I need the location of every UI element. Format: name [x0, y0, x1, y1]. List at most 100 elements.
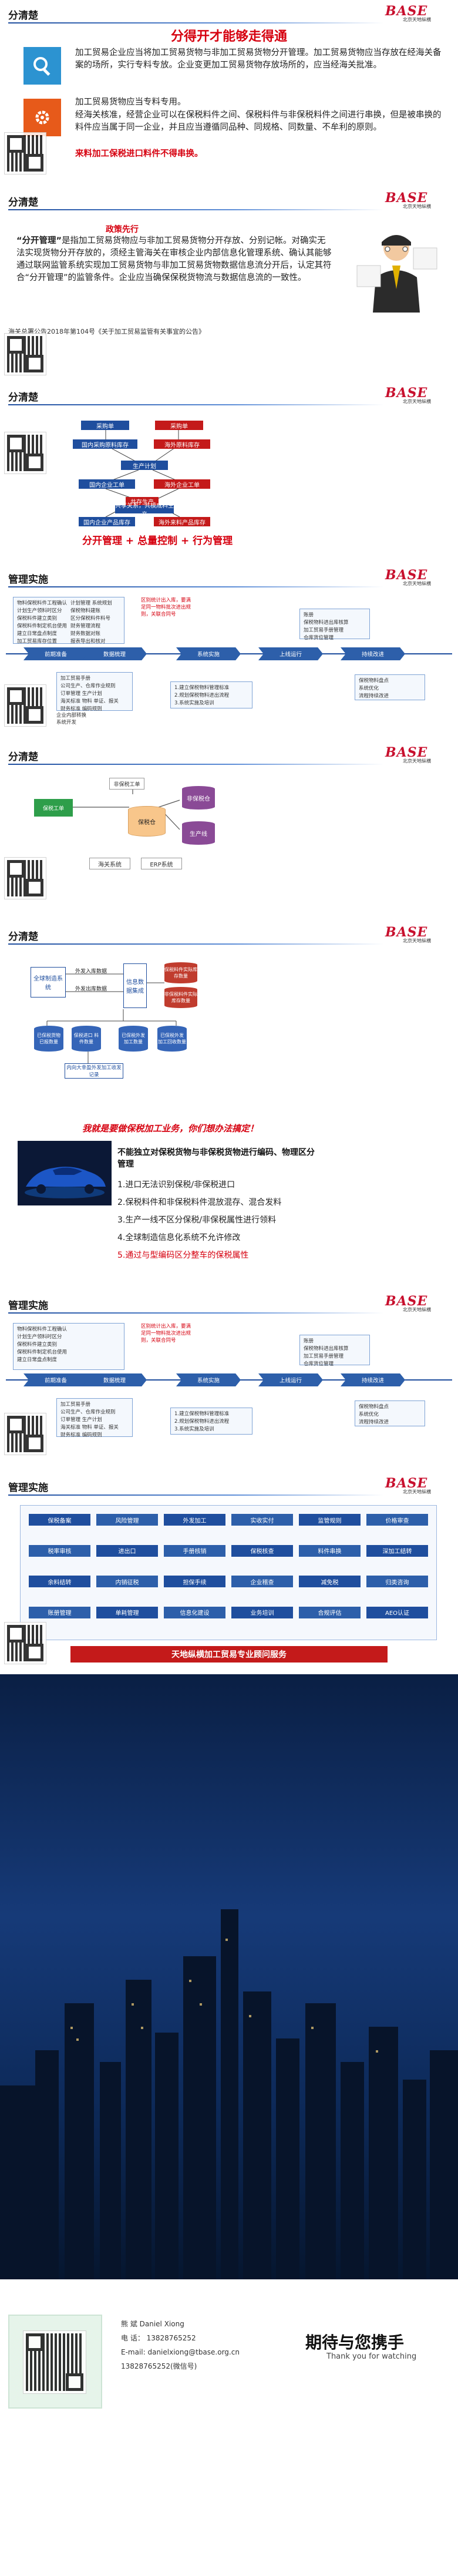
search-icon: [23, 47, 61, 85]
list-item: 保税料件建立类别: [17, 1342, 58, 1348]
service-tag: 监管规则: [299, 1514, 361, 1526]
flow-cylinder: 非保税料件实际库存数量: [164, 987, 197, 1008]
logo-sub: 北京天地纵横: [403, 17, 431, 22]
flow-cylinder: 生产线: [182, 821, 215, 845]
flow-label: 外发入库数据: [75, 969, 107, 975]
logo-text: BASE: [385, 190, 428, 206]
list-item: 账册: [304, 612, 314, 618]
service-grid: 保税备案 风险管理 外发加工 实收实付 监管规则 价格审查 税率审核 进出口 手…: [20, 1505, 437, 1640]
base-logo: BASE 北京天地纵横: [385, 190, 442, 211]
logo-text: BASE: [385, 1294, 428, 1309]
list-item: 账册: [304, 1338, 314, 1344]
steps-list: 1.建立保税物料管理标准 2.规划保税物料进出流程 3.系统实施及培训: [170, 681, 252, 708]
section-title: 分清楚: [8, 751, 38, 763]
base-logo: BASE 北京天地纵横: [385, 925, 442, 946]
flow-box: 采购单: [155, 421, 203, 430]
solution-item: 5.通过与型编码区分整车的保税属性: [117, 1251, 249, 1260]
result-list: 账册 保税物料进出库核算 加工贸易手册管理 仓库货位管理: [299, 609, 370, 641]
flow-box: 国内企业产品库存: [79, 517, 135, 526]
qr-code: [4, 333, 46, 375]
qr-code: [4, 684, 46, 727]
prep-list: 物料保税料件工程确认 计划生产领料时区分 保税料件建立类别 保税料件制定机台使用…: [13, 597, 124, 644]
red-note: 区别统计出入库，要满足同一物料批次进出规则，关联合同号: [141, 1324, 191, 1344]
list-item: 加工贸易库存位置: [17, 639, 58, 644]
city-banner: [0, 1674, 458, 2279]
section-header: 分清楚: [0, 741, 458, 770]
contact-email[interactable]: E-mail: danielxiong@tbase.org.cn: [121, 2348, 240, 2356]
flow-box: 采购单: [81, 421, 129, 430]
list-item: 系统优化: [359, 686, 379, 691]
flow-box: 内向大幸盈外发加工收发记录: [65, 1063, 123, 1079]
policy-note: 海关总署公告2018年第104号《关于加工贸易监管有关事宜的公告》: [8, 328, 205, 335]
header-rule: [8, 764, 384, 765]
flow-box: 国内企业工单: [79, 479, 135, 489]
list-item: 保税物料盘点: [359, 678, 389, 684]
header-rule: [8, 586, 384, 587]
list-item: 保税物料进出库核算: [304, 620, 349, 626]
list-item: 系统优化: [359, 1412, 379, 1418]
policy-body: “分开管理”是指加工贸易货物应与非加工贸易货物分开存放、分别记帐。对确实无法实现…: [16, 235, 334, 284]
skyline-illustration: [0, 1909, 458, 2279]
list-item: 保税物料进出库核算: [304, 1346, 349, 1352]
flow-box: 非保税工单: [109, 778, 144, 790]
flow-cylinder: 保税进口 料件数量: [72, 1026, 101, 1052]
improve-list: 保税物料盘点 系统优化 流程持续改进: [355, 1400, 425, 1426]
section-header: 分清楚: [0, 187, 458, 215]
service-tag: 减免税: [299, 1576, 361, 1587]
phase-chevron: 数据梳理: [82, 647, 147, 660]
phase-chevron: 前期准备: [23, 647, 88, 660]
list-item: 加工贸易手册: [60, 676, 91, 681]
service-tag: 内销征税: [96, 1576, 158, 1587]
list-item: 财务数据对账: [70, 631, 101, 637]
list-item: 保税料件制定机台使用: [17, 1349, 68, 1355]
list-item: 2.规划保税物料进出流程: [174, 693, 230, 698]
contact-card: 熊 斌 Daniel Xiong 电 话： 13828765252 E-mail…: [0, 2279, 458, 2576]
list-item: 保税料件建立类别: [17, 616, 58, 622]
car-image: [18, 1141, 112, 1205]
red-note: 区别统计出入库，要满足同一物料批次进出规则，关联合同号: [141, 597, 191, 617]
section-7: 我就是要做保税加工业务，你们想办法搞定！ 不能独立对保税货物与非保税货物进行编码…: [0, 1110, 458, 1287]
contact-info: 熊 斌 Daniel Xiong 电 话： 13828765252 E-mail…: [121, 2317, 240, 2373]
result-list: 账册 保税物料进出库核算 加工贸易手册管理 仓库货位管理: [299, 1335, 370, 1367]
service-tag: 保税核查: [231, 1544, 293, 1557]
base-logo: BASE 北京天地纵横: [385, 745, 442, 766]
service-tag: 税率审核: [29, 1544, 90, 1557]
flow-box: 海外来料产品库存: [154, 517, 210, 526]
qr-code: [4, 1622, 46, 1664]
section-title: 管理实施: [8, 1300, 48, 1312]
list-item: 系统开发: [56, 720, 77, 726]
contact-name: 熊 斌 Daniel Xiong: [121, 2320, 184, 2328]
logo-text: BASE: [385, 1476, 428, 1491]
header-rule: [8, 22, 384, 23]
policy-text: 是指加工贸易货物应与非加工贸易货物分开存放、分别记帐。对确实无法实现货物分开存放…: [16, 236, 332, 283]
qr-code: [4, 432, 46, 474]
section-title: 分清楚: [8, 392, 38, 404]
flow-box: 保税工单: [34, 799, 73, 817]
logo-sub: 北京天地纵横: [403, 399, 431, 404]
list-item: 流程持续改进: [359, 1419, 389, 1425]
base-logo: BASE 北京天地纵横: [385, 4, 442, 25]
logo-text: BASE: [385, 385, 428, 401]
contact-phone[interactable]: 电 话： 13828765252: [121, 2334, 196, 2342]
list-item: 海关标准 物料 单证、报关: [60, 698, 119, 704]
logo-text: BASE: [385, 925, 428, 940]
flow-cylinder: 已保税外发 加工数量: [119, 1026, 148, 1052]
list-item: 计划生产领料时区分: [17, 1334, 62, 1340]
list-item: 建立日常盘点制度: [17, 631, 58, 637]
list-item: 1.进口无法识别保税/非保税进口: [117, 1180, 235, 1190]
header-rule: [8, 1494, 384, 1496]
slogan-banner: 我就是要做保税加工业务，你们想办法搞定！: [82, 1123, 259, 1134]
list-item: 订单管理 生产计划: [60, 691, 102, 697]
flow-cylinder: 保税仓: [128, 806, 166, 837]
logo-sub: 北京天地纵横: [403, 1489, 431, 1494]
flow-cylinder: 已保税货物 已报数量: [34, 1026, 63, 1052]
list-item: 计划生产领料时区分: [17, 608, 62, 614]
flow-cylinder: 已保税外发 加工回收数量: [157, 1026, 187, 1052]
list-item: 3.系统实施及培训: [174, 700, 214, 706]
service-tag: 手册核销: [164, 1544, 225, 1557]
list-item: 建立日常盘点制度: [17, 1357, 58, 1363]
list-item: 财务管理流程: [70, 623, 101, 629]
impl-notes: 企业内部转换 系统开发: [56, 712, 86, 726]
flow-box: 信息数据集成: [123, 963, 147, 1008]
section-header: 分清楚: [0, 382, 458, 410]
